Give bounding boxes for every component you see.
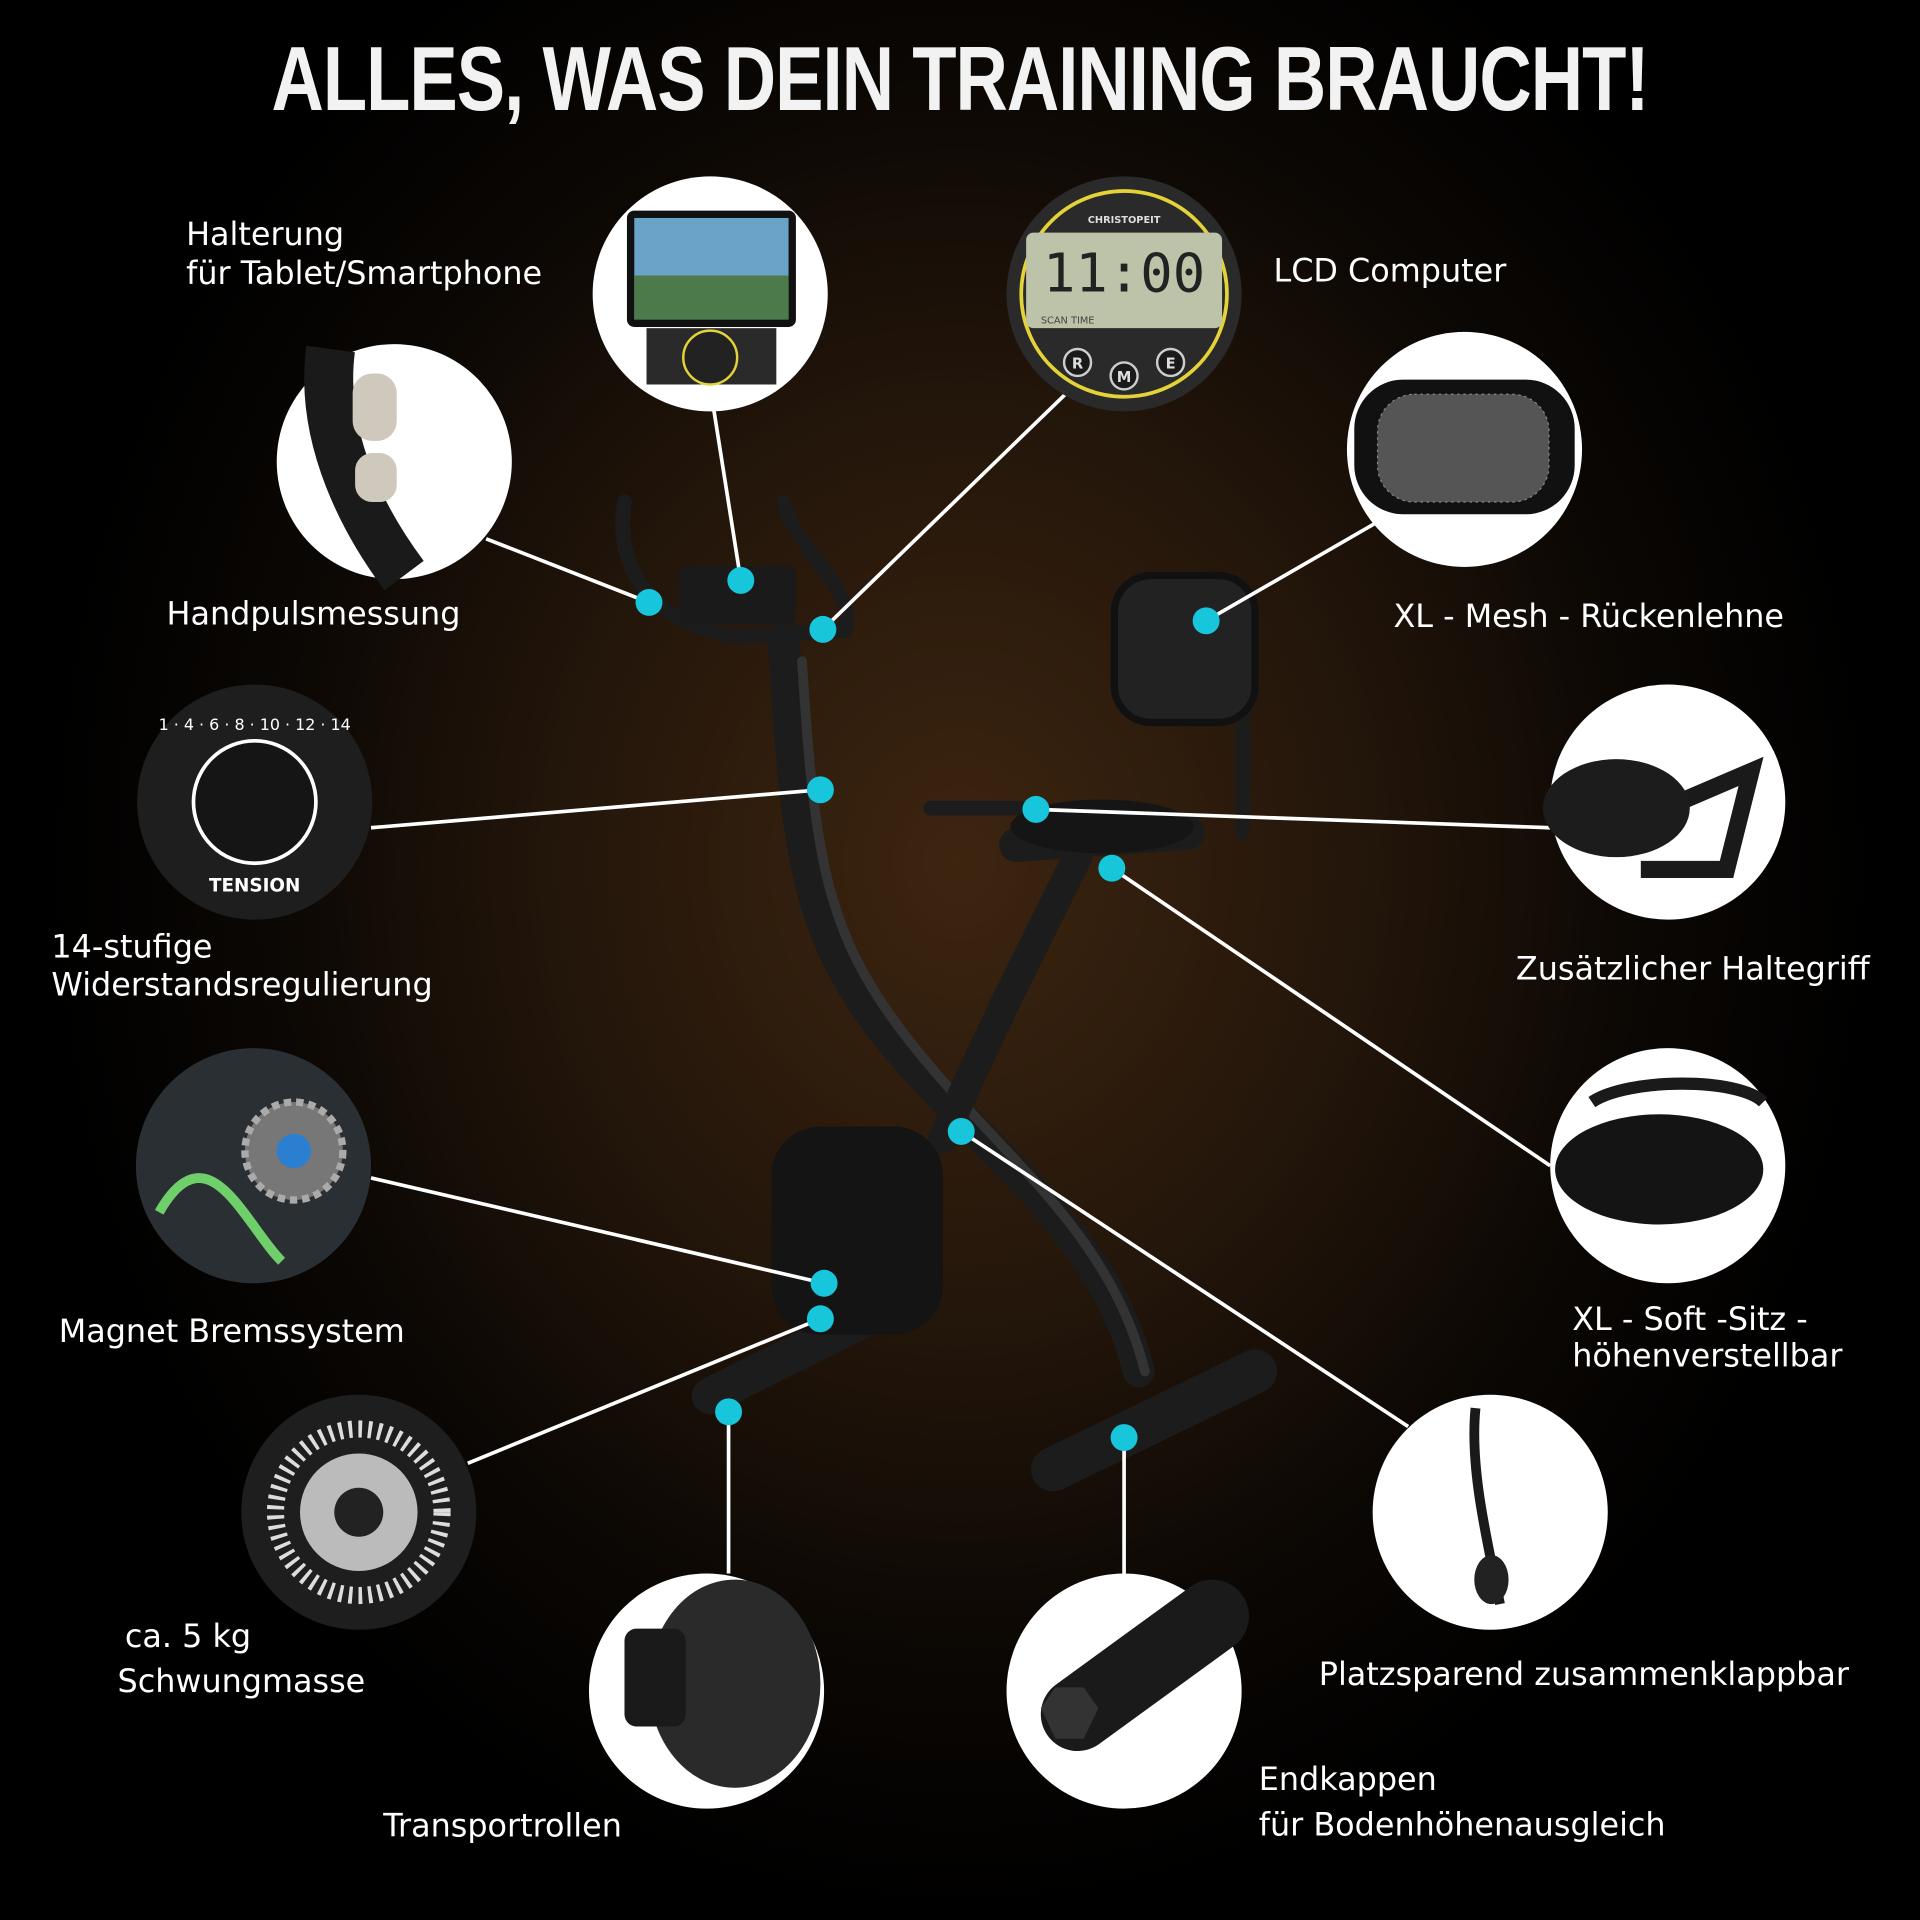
detail-foldable — [1372, 1394, 1608, 1630]
label-tablet-line2: für Tablet/Smartphone — [186, 254, 542, 292]
tension-dial-numbers: 1 · 4 · 6 · 8 · 10 · 12 · 14 — [159, 715, 351, 734]
hotspot-dots — [635, 566, 1220, 1452]
detail-endcaps — [1006, 1573, 1249, 1809]
detail-grip — [1542, 684, 1786, 920]
flywheel-housing — [771, 1126, 943, 1335]
label-pulse: Handpulsmessung — [167, 594, 461, 632]
exercise-bike — [615, 494, 1278, 1492]
label-grip: Zusätzlicher Haltegriff — [1516, 950, 1871, 988]
lcd-button-e: E — [1166, 356, 1176, 373]
lcd-display: 11:00 — [1043, 241, 1205, 304]
hotspot-foldable[interactable] — [947, 1117, 975, 1145]
lcd-scan-label: SCAN TIME — [1041, 315, 1095, 326]
hotspot-seat[interactable] — [1098, 854, 1126, 882]
detail-flywheel — [241, 1394, 477, 1630]
hotspot-wheels[interactable] — [715, 1398, 743, 1426]
hotspot-mesh[interactable] — [1192, 607, 1220, 635]
label-tension-line2: Widerstandsregulierung — [51, 966, 432, 1004]
label-endcaps-line2: für Bodenhöhenausgleich — [1259, 1806, 1666, 1844]
hotspot-grip[interactable] — [1022, 795, 1050, 823]
detail-magnet — [135, 1048, 372, 1284]
page-title: ALLES, WAS DEIN TRAINING BRAUCHT! — [271, 30, 1648, 130]
hotspot-magnet[interactable] — [810, 1269, 838, 1297]
tablet-holder — [679, 565, 796, 625]
hotspot-tablet[interactable] — [727, 566, 755, 594]
lcd-brand: CHRISTOPEIT — [1088, 215, 1161, 226]
label-endcaps-line1: Endkappen — [1259, 1760, 1437, 1798]
label-tablet-line1: Halterung — [186, 215, 344, 253]
detail-seat — [1550, 1048, 1786, 1284]
detail-wheels — [588, 1573, 825, 1809]
label-mesh: XL - Mesh - Rückenlehne — [1393, 597, 1784, 635]
label-flywheel-line1: ca. 5 kg — [125, 1617, 251, 1655]
label-seat-line2: höhenverstellbar — [1572, 1337, 1843, 1375]
detail-mesh — [1346, 331, 1583, 567]
lcd-button-r: R — [1072, 356, 1084, 373]
label-wheels: Transportrollen — [382, 1807, 622, 1845]
label-flywheel-line2: Schwungmasse — [118, 1662, 366, 1700]
bike-backrest — [1110, 571, 1259, 727]
detail-lcd: CHRISTOPEIT 11:00 SCAN TIME R M E — [1006, 176, 1242, 412]
label-magnet: Magnet Bremssystem — [59, 1312, 405, 1350]
detail-tension: 1 · 4 · 6 · 8 · 10 · 12 · 14 TENSION — [137, 684, 373, 920]
lcd-button-m: M — [1117, 369, 1132, 386]
hotspot-lcd[interactable] — [809, 615, 837, 643]
label-foldable: Platzsparend zusammenklappbar — [1319, 1655, 1850, 1693]
hotspot-pulse[interactable] — [635, 588, 663, 616]
label-lcd: LCD Computer — [1273, 252, 1507, 290]
hotspot-flywheel[interactable] — [806, 1305, 834, 1333]
leader-lines — [370, 392, 1552, 1574]
tension-dial-label: TENSION — [209, 875, 300, 896]
hotspot-endcaps[interactable] — [1110, 1424, 1138, 1452]
hotspot-tension[interactable] — [806, 776, 834, 804]
label-seat-line1: XL - Soft -Sitz - — [1572, 1300, 1808, 1338]
label-tension-line1: 14-stufige — [51, 928, 212, 966]
detail-tablet — [592, 176, 828, 412]
detail-pulse — [276, 344, 512, 591]
